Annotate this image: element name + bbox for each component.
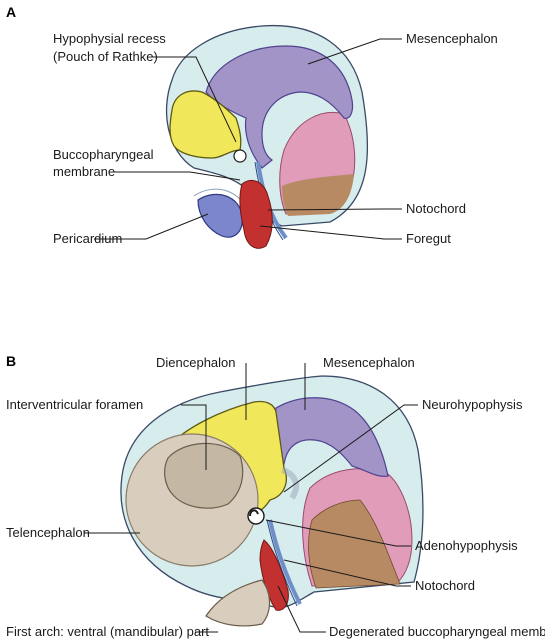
panel-a-rathke-pouch — [233, 149, 247, 163]
label-neurohypophysis: Neurohypophysis — [422, 397, 523, 412]
panel-b-first-arch — [205, 579, 271, 627]
panel-b-letter: B — [6, 353, 16, 369]
leader-degenerated-membrane — [277, 585, 326, 633]
label-hypophysial-recess-1: Hypophysial recess — [53, 31, 166, 46]
leader-foregut — [259, 225, 402, 240]
label-adenohypophysis: Adenohypophysis — [415, 538, 518, 553]
panel-a-pericardium — [197, 193, 243, 238]
label-a-notochord: Notochord — [406, 201, 466, 216]
panel-b: B Dienceph — [6, 353, 545, 639]
leader-a-notochord — [267, 208, 402, 211]
label-b-mesencephalon: Mesencephalon — [323, 355, 415, 370]
leader-hypophysial-recess — [151, 56, 237, 143]
panel-a-letter: A — [6, 4, 16, 20]
label-foregut: Foregut — [406, 231, 451, 246]
leader-adenohypophysis — [265, 519, 411, 547]
label-telencephalon: Telencephalon — [6, 525, 90, 540]
panel-a-hindbrain-lower — [282, 174, 354, 216]
label-first-arch: First arch: ventral (mandibular) part — [6, 624, 209, 639]
label-buccopharyngeal-1: Buccopharyngeal — [53, 147, 154, 162]
label-b-notochord: Notochord — [415, 578, 475, 593]
panel-b-interventricular-foramen — [164, 442, 244, 509]
leader-a-mesencephalon — [307, 38, 402, 65]
label-interventricular-foramen: Interventricular foramen — [6, 397, 143, 412]
label-degenerated-membrane: Degenerated buccopharyngeal membrane — [329, 624, 545, 639]
label-hypophysial-recess-2: (Pouch of Rathke) — [53, 49, 158, 64]
leader-pericardium — [94, 213, 209, 240]
panel-a-mesencephalon — [205, 45, 354, 169]
label-buccopharyngeal-2: membrane — [53, 164, 115, 179]
leader-buccopharyngeal — [113, 171, 241, 181]
leader-b-notochord — [283, 559, 411, 587]
label-pericardium: Pericardium — [53, 231, 122, 246]
leader-neurohypophysis — [283, 404, 418, 493]
leader-interventricular-foramen — [181, 404, 207, 470]
panel-b-notochord — [268, 519, 302, 605]
panel-b-hindbrain-lower — [308, 499, 401, 589]
panel-a-foregut — [239, 180, 273, 249]
panel-b-neurohypophysis — [249, 509, 259, 517]
label-diencephalon: Diencephalon — [156, 355, 236, 370]
label-a-mesencephalon: Mesencephalon — [406, 31, 498, 46]
panel-a: A Hypophysial recess (Pouch of Rathke) — [6, 4, 498, 249]
